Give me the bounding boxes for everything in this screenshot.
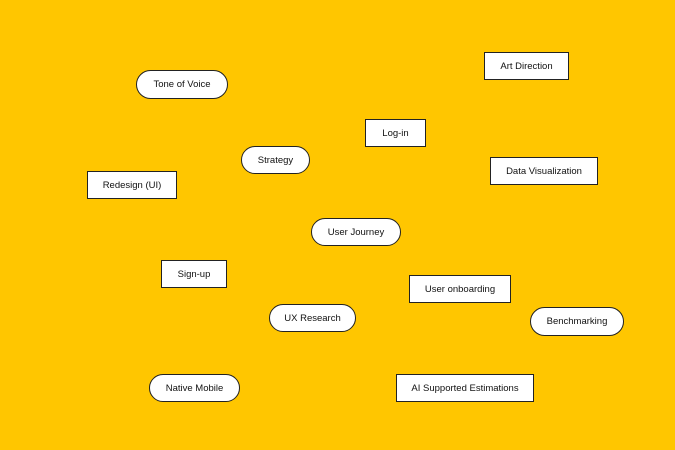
box-redesign-ui[interactable]: Redesign (UI)	[87, 171, 177, 199]
pill-user-journey[interactable]: User Journey	[311, 218, 401, 246]
box-data-visualization[interactable]: Data Visualization	[490, 157, 598, 185]
pill-strategy[interactable]: Strategy	[241, 146, 310, 174]
box-sign-up[interactable]: Sign-up	[161, 260, 227, 288]
pill-native-mobile[interactable]: Native Mobile	[149, 374, 240, 402]
pill-ux-research[interactable]: UX Research	[269, 304, 356, 332]
pill-benchmarking[interactable]: Benchmarking	[530, 307, 624, 336]
box-user-onboarding[interactable]: User onboarding	[409, 275, 511, 303]
box-log-in[interactable]: Log-in	[365, 119, 426, 147]
box-art-direction[interactable]: Art Direction	[484, 52, 569, 80]
box-ai-supported-estimations[interactable]: AI Supported Estimations	[396, 374, 534, 402]
pill-tone-of-voice[interactable]: Tone of Voice	[136, 70, 228, 99]
